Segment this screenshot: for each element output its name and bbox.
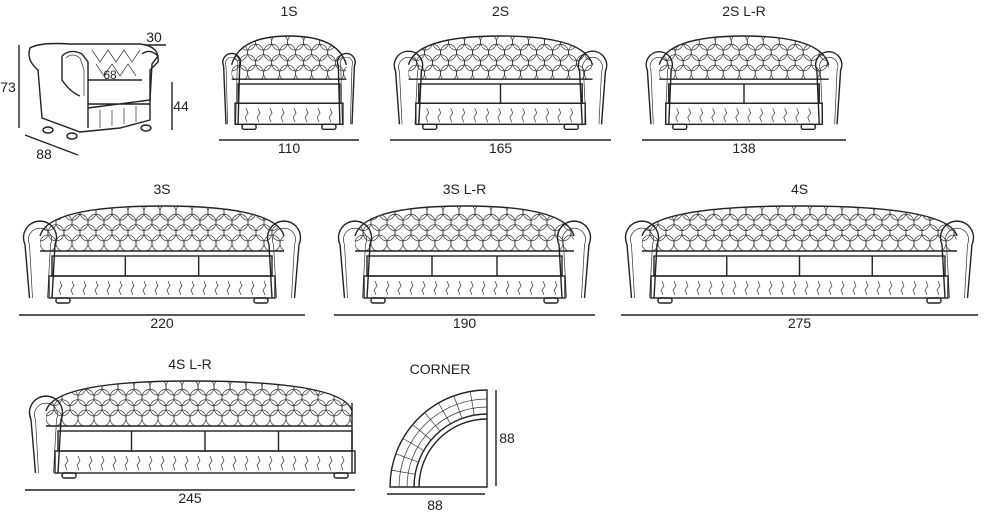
armchair-seat-depth-label: 68 [103, 68, 117, 82]
foot [672, 123, 688, 131]
foot [61, 472, 77, 479]
foot [333, 472, 349, 479]
foot [253, 297, 269, 304]
model-title-3S: 3S [153, 181, 170, 197]
armchair-depth-label: 88 [36, 146, 52, 162]
width-label-3SLR: 190 [453, 315, 477, 331]
foot [370, 297, 386, 304]
sofa-3S-front-view: 3S 220 [19, 181, 305, 331]
foot [657, 297, 673, 304]
sofa-3SLR-front-view: 3S L-R 190 [334, 181, 595, 331]
foot [563, 123, 579, 131]
foot [422, 123, 438, 131]
model-title-4SLR: 4S L-R [168, 356, 212, 372]
armchair-perspective-view: 73 44 30 88 68 [0, 29, 189, 162]
width-label-1S: 110 [278, 140, 301, 156]
sofa-2S-front-view: 2S 165 [390, 3, 611, 156]
sofa-4SLR-front-view: 4S L-R 245 [25, 356, 356, 506]
foot [321, 123, 337, 131]
corner-top-view: 88 CORNER 88 [387, 361, 515, 513]
foot [241, 123, 257, 131]
foot [543, 297, 559, 304]
armchair-seat-height-label: 44 [173, 98, 189, 114]
width-label-3S: 220 [150, 315, 174, 331]
width-label-4SLR: 245 [178, 490, 202, 506]
armchair-arm-width-label: 30 [146, 29, 162, 45]
model-title-1S: 1S [280, 3, 297, 19]
model-title-2S: 2S [492, 3, 509, 19]
width-label-CORNER: 88 [427, 497, 443, 513]
corner-depth-label: 88 [499, 430, 515, 446]
model-title-2SLR: 2S L-R [722, 3, 766, 19]
foot [926, 297, 942, 304]
sofa-1S-front-view: 1S 110 [219, 3, 359, 156]
seat-cushions [51, 255, 273, 277]
foot [800, 123, 816, 131]
seat-cushions [237, 83, 341, 104]
model-title-4S: 4S [791, 181, 808, 197]
seat-cushions [366, 255, 563, 277]
armchair-height-label: 73 [0, 79, 16, 95]
sofa-4S-front-view: 4S 275 [621, 181, 978, 331]
width-label-2SLR: 138 [732, 140, 756, 156]
sofa-2SLR-front-view: 2S L-R 138 [642, 3, 846, 156]
width-label-2S: 165 [489, 140, 513, 156]
foot [55, 297, 71, 304]
width-label-4S: 275 [788, 315, 812, 331]
model-title-CORNER: CORNER [410, 361, 471, 377]
model-title-3SLR: 3S L-R [443, 181, 487, 197]
